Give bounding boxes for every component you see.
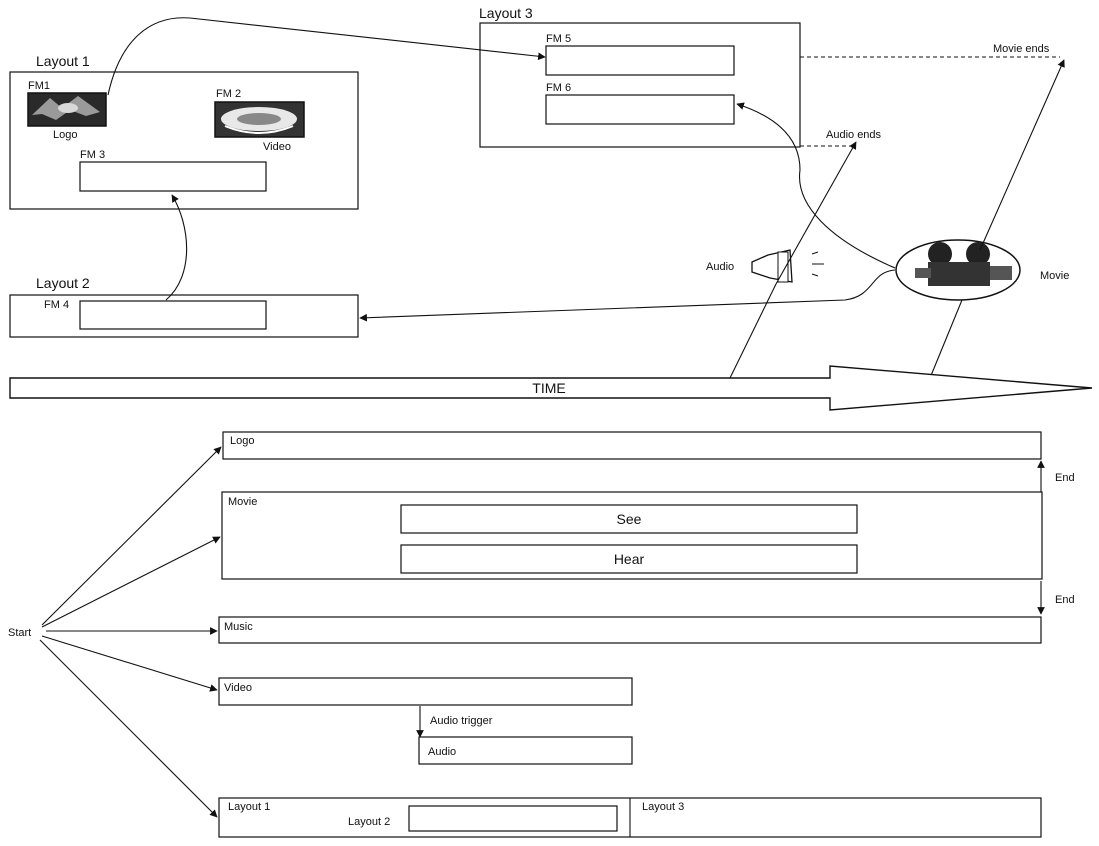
hear-bar — [400, 544, 858, 574]
audio-ends-arrow — [775, 141, 857, 285]
audio-trigger-label: Audio trigger — [430, 715, 493, 727]
timeline-movie-label: Movie — [228, 496, 257, 508]
speaker-icon — [751, 249, 824, 283]
layout-1-panel: Layout 1 FM1 Logo FM 2 Video FM 3 — [9, 53, 359, 210]
start-to-movie-arrow — [41, 536, 221, 628]
start-to-layout-arrow — [39, 639, 218, 818]
audio-label: Audio — [706, 261, 734, 273]
fm2-label: FM 2 — [216, 88, 241, 100]
timeline-audio-label: Audio — [428, 746, 456, 758]
see-bar — [400, 504, 858, 534]
fm6-frame — [545, 94, 735, 125]
start-to-video-arrow — [41, 635, 218, 692]
timeline-audio-bar — [418, 736, 633, 765]
timeline-video-label: Video — [224, 682, 252, 694]
camera-icon — [895, 239, 1021, 301]
movie-ends-arrow — [979, 59, 1065, 251]
start-to-logo-arrow — [41, 446, 222, 626]
end-label-1: End — [1055, 472, 1075, 484]
timeline-logo-bar — [222, 431, 1042, 460]
fm5-frame — [545, 45, 735, 76]
timeline-logo-label: Logo — [230, 435, 254, 447]
fm2-caption: Video — [263, 141, 291, 153]
logo-image — [27, 92, 107, 127]
layout-1-title: Layout 1 — [36, 53, 90, 69]
timeline-video-bar — [218, 677, 633, 706]
start-label: Start — [8, 627, 31, 639]
timeline-layout2-bar — [408, 805, 618, 832]
video-image — [214, 101, 305, 138]
timeline-layout2-label: Layout 2 — [348, 816, 390, 828]
timeline-music-label: Music — [224, 621, 253, 633]
hear-label: Hear — [614, 551, 645, 567]
timeline-layout3-label: Layout 3 — [642, 801, 684, 813]
fm4-frame — [79, 300, 267, 330]
movie-ends-label: Movie ends — [993, 43, 1050, 55]
layout-3-frame — [479, 22, 801, 148]
see-label: See — [617, 511, 642, 527]
fm5-label: FM 5 — [546, 33, 571, 45]
fm1-label: FM1 — [28, 80, 50, 92]
time-to-audio-line — [729, 283, 777, 379]
fm6-label: FM 6 — [546, 82, 571, 94]
movie-label: Movie — [1040, 270, 1069, 282]
layout-3-panel: Layout 3 FM 5 FM 6 — [479, 5, 801, 148]
fm3-label: FM 3 — [80, 149, 105, 161]
timeline-music-bar — [218, 616, 1042, 644]
fm1-caption: Logo — [53, 129, 77, 141]
fm4-to-fm3-connector — [165, 194, 188, 301]
layout-2-title: Layout 2 — [36, 275, 90, 291]
fm3-frame — [79, 161, 267, 192]
fm4-label: FM 4 — [44, 299, 69, 311]
end-label-2: End — [1055, 594, 1075, 606]
layout-3-title: Layout 3 — [479, 5, 533, 21]
time-to-movie-line — [929, 299, 963, 379]
logo-to-fm5-connector — [107, 17, 546, 96]
layout-2-panel: Layout 2 FM 4 — [9, 275, 359, 338]
timeline-layout1-label: Layout 1 — [228, 801, 270, 813]
time-arrow — [9, 365, 1093, 411]
movie-to-fm6-connector — [736, 102, 896, 269]
movie-to-layout2-connector — [359, 269, 896, 322]
time-label: TIME — [532, 380, 565, 396]
audio-ends-label: Audio ends — [826, 129, 882, 141]
